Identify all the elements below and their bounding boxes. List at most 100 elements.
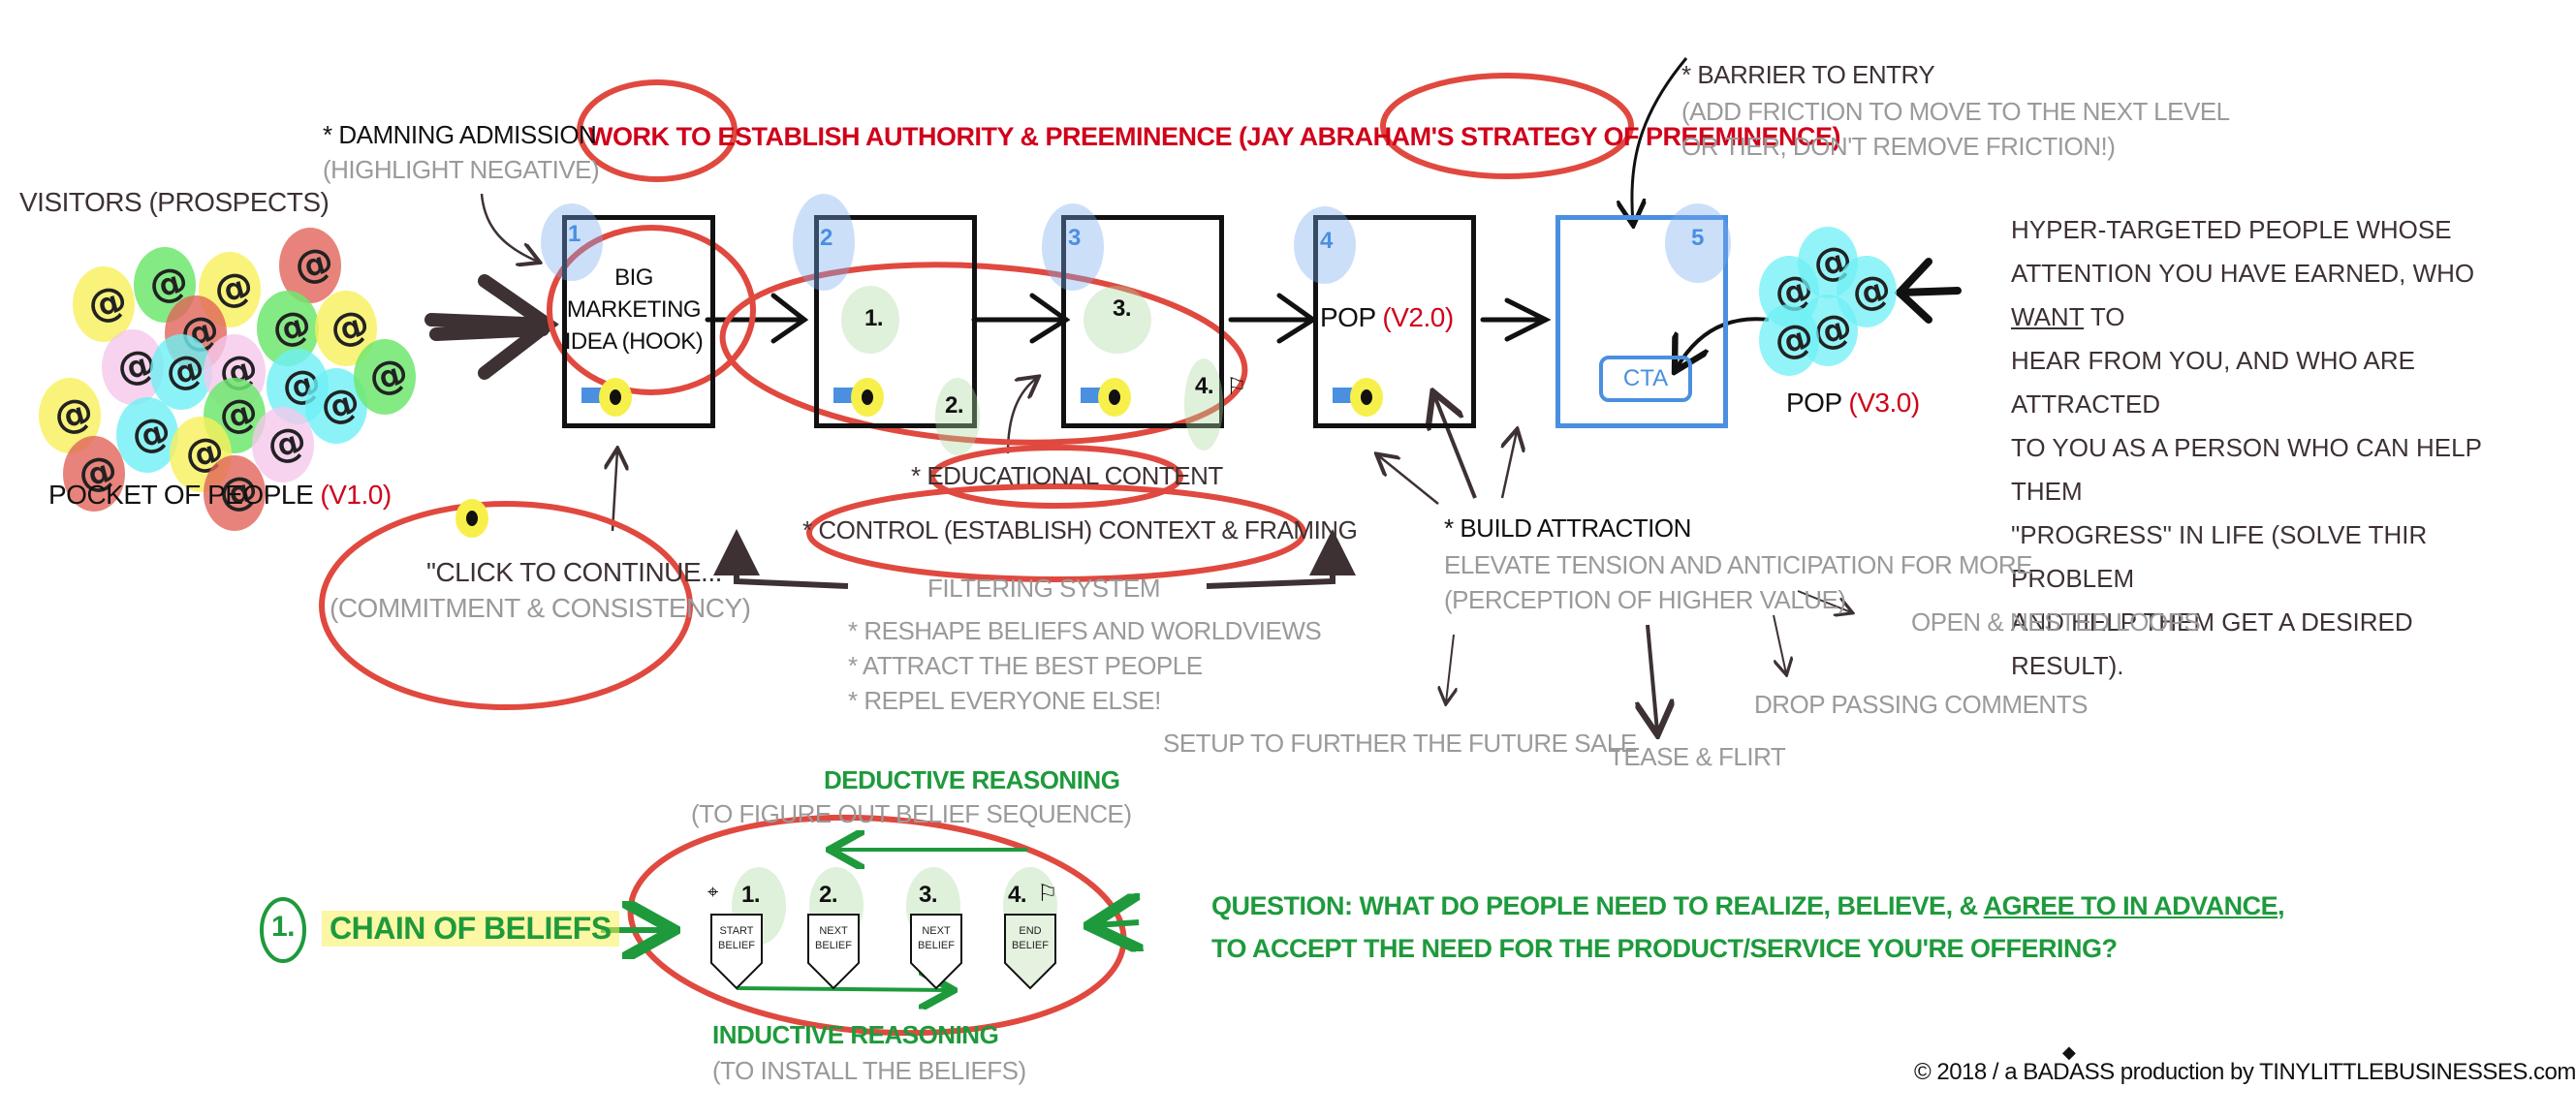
pin-icon: ⌖: [707, 882, 718, 903]
belief-1-dot: [841, 286, 899, 354]
page-4-number-badge: [1294, 206, 1356, 284]
belief-1-banner-text: START BELIEF: [709, 913, 764, 990]
visitors-label: VISITORS (PROSPECTS): [19, 187, 330, 217]
belief-4-line1: END: [1019, 925, 1042, 937]
pop-blob: [1759, 304, 1819, 376]
question-line-2: TO ACCEPT THE NEED FOR THE PRODUCT/SERVI…: [1211, 934, 2118, 963]
page-3-frame: [1061, 215, 1224, 428]
page-2-belief-1: 1.: [864, 305, 884, 331]
belief-4-num: 4.: [1008, 882, 1027, 908]
page-3-number-badge: [1042, 203, 1104, 291]
barrier-subtitle-1: (ADD FRICTION TO MOVE TO THE NEXT LEVEL: [1681, 97, 2230, 126]
page-5-frame: [1555, 215, 1728, 428]
desc-line-2: ATTENTION YOU HAVE EARNED, WHO WANT TO: [2011, 259, 2475, 331]
filtering-bullet-3: * REPEL EVERYONE ELSE!: [848, 686, 1161, 715]
page-1-number: 1: [568, 221, 581, 247]
belief-1-num: 1.: [741, 882, 761, 908]
desc-line-4: TO YOU AS A PERSON WHO CAN HELP THEM: [2011, 433, 2482, 506]
page-2-click-icon: [851, 378, 884, 417]
pocket-of-people-label: POCKET OF PEOPLE (V1.0): [48, 480, 392, 511]
barrier-subtitle-2: OR TIER, DON'T REMOVE FRICTION!): [1681, 132, 2116, 161]
pocket-label: POCKET OF PEOPLE: [48, 480, 314, 510]
inductive-title: INDUCTIVE REASONING: [712, 1020, 999, 1049]
belief-3-line2: BELIEF: [918, 940, 955, 951]
page-3-belief-3: 3.: [1113, 295, 1132, 322]
belief-4-banner-text: END BELIEF: [1003, 913, 1057, 990]
question-prefix: QUESTION: WHAT DO PEOPLE NEED TO REALIZE…: [1211, 891, 1984, 920]
visitor-blob: [116, 397, 178, 473]
diamond-icon: ◆: [2062, 1042, 2076, 1063]
pop-v3-text: PoP: [1786, 388, 1842, 418]
big-arrow-to-hook: [424, 274, 559, 380]
belief-1-line2: BELIEF: [718, 940, 755, 951]
authority-banner: WORK TO ESTABLISH AUTHORITY & PREEMINENC…: [588, 122, 1841, 151]
visitor-blob: [73, 266, 135, 342]
pop-v3-label: PoP (V3.0): [1786, 388, 1920, 419]
inductive-subtitle: (TO INSTALL THE BELIEFS): [712, 1056, 1026, 1085]
filtering-system: FILTERING SYSTEM: [927, 574, 1161, 603]
arrow-to-pop-v3: [1894, 258, 1962, 324]
flag-icon: ⚐: [1226, 374, 1247, 400]
barrier-title: * BARRIER TO ENTRY: [1681, 60, 1935, 89]
filtering-bullet-1: * RESHAPE BELIEFS AND WORLDVIEWS: [848, 616, 1322, 645]
context-framing: * CONTROL (ESTABLISH) CONTEXT & FRAMING: [802, 515, 1358, 544]
visitor-blob: [204, 455, 266, 531]
educational-title: * EDUCATIONAL CONTENT: [911, 461, 1223, 490]
page-5-number: 5: [1691, 225, 1705, 251]
branch-future-sale: SETUP TO FURTHER THE FUTURE SALE: [1163, 729, 1637, 758]
end-flag-icon: ⚐: [1037, 881, 1058, 907]
visitor-blob: [150, 334, 212, 410]
deductive-title: DEDUCTIVE REASONING: [824, 765, 1120, 794]
page-3-belief-4: 4.: [1195, 373, 1214, 399]
page-4-frame: [1313, 215, 1476, 428]
desc-line-3: HEAR FROM YOU, AND WHO ARE ATTRACTED: [2011, 346, 2416, 419]
desc-line-6: AND HELP THEM GET A DESIRED RESULT).: [2011, 607, 2413, 680]
belief-3-banner-text: NEXT BELIEF: [909, 913, 963, 990]
attraction-line-1: ELEVATE TENSION AND ANTICIPATION FOR MOR…: [1444, 550, 2032, 579]
chain-title: CHAIN OF BELIEFS: [322, 911, 619, 947]
hook-text: BIG MARKETING IDEA (HOOK): [564, 262, 704, 357]
belief-1-banner-shape: [710, 914, 763, 990]
page-2-number-badge: [793, 194, 855, 291]
chain-number: 1.: [271, 911, 296, 943]
page-1-frame: [562, 215, 715, 428]
hook-line-3: IDEA (HOOK): [564, 328, 704, 355]
attraction-title: * BUILD ATTRACTION: [1444, 513, 1691, 543]
question-suffix: ,: [2278, 891, 2285, 920]
pocket-version: (V1.0): [320, 480, 392, 510]
question-line-1: QUESTION: WHAT DO PEOPLE NEED TO REALIZE…: [1211, 891, 2285, 921]
question-underlined: AGREE TO IN ADVANCE: [1983, 891, 2278, 920]
pop-v3-description: HYPER-TARGETED PEOPLE WHOSE ATTENTION YO…: [2011, 208, 2524, 688]
belief-4-dot: [1184, 358, 1223, 451]
page-2-number: 2: [820, 225, 833, 251]
page-3-click-icon: [1098, 378, 1131, 417]
footer-credit: © 2018 / a BADASS production by TINYLITT…: [1914, 1059, 2576, 1085]
visitor-blob: [354, 339, 416, 415]
cta-button[interactable]: CTA: [1599, 356, 1692, 402]
click-continue-icon: [456, 499, 488, 538]
visitor-blob: [252, 407, 314, 482]
page-1-click-icon: [599, 378, 632, 417]
pop-v2-version: (V2.0): [1382, 302, 1454, 332]
hook-line-1: BIG: [614, 264, 653, 291]
belief-4-banner-shape: [1004, 914, 1056, 990]
belief-3-num: 3.: [919, 882, 938, 908]
belief-2-banner-shape: [807, 914, 860, 990]
click-continue-arrow: [613, 451, 617, 532]
filtering-bullet-2: * ATTRACT THE BEST PEOPLE: [848, 651, 1203, 680]
page-4-number: 4: [1320, 228, 1334, 254]
belief-3-banner-shape: [910, 914, 962, 990]
damning-arrow: [480, 193, 538, 262]
attraction-line-2: (PERCEPTION OF HIGHER VALUE): [1444, 585, 1846, 614]
chain-arrows: [601, 850, 1139, 990]
belief-2-num: 2.: [819, 882, 838, 908]
belief-1-line1: START: [719, 925, 754, 937]
pop-v3-version: (V3.0): [1848, 388, 1920, 418]
belief-2-line1: NEXT: [819, 925, 848, 937]
belief-4-line2: BELIEF: [1012, 940, 1049, 951]
desc-line-5: "PROGRESS" IN LIFE (SOLVE THIR PROBLEM: [2011, 520, 2428, 593]
page-3-number: 3: [1068, 225, 1082, 251]
click-continue-title: "CLICK TO CONTINUE...": [426, 557, 732, 587]
belief-3-line1: NEXT: [922, 925, 951, 937]
